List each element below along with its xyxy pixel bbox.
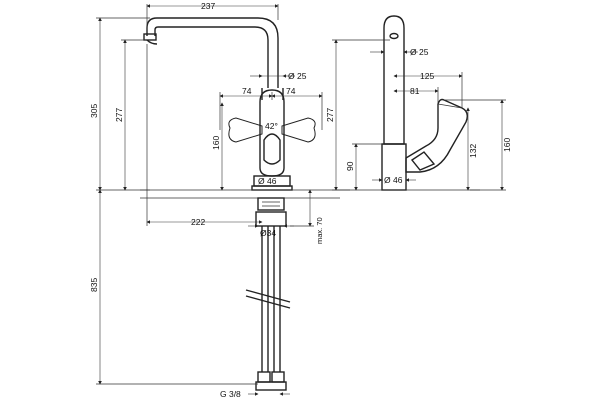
side-dim-total-lever: 160 xyxy=(502,138,512,152)
dim-base-diameter: Ø 46 xyxy=(258,176,277,186)
dim-connection: G 3/8 xyxy=(220,389,241,399)
dim-shank-diameter: Ø34 xyxy=(260,228,276,238)
dim-spout-height: 305 xyxy=(89,104,99,118)
dim-deck-thickness: max. 70 xyxy=(315,217,324,244)
dim-hose-length: 835 xyxy=(89,278,99,292)
side-dim-body-diameter: Ø 25 xyxy=(410,47,429,57)
dim-handle-angle: 42° xyxy=(265,121,278,131)
lever-wing-right xyxy=(281,117,316,143)
side-dim-height: 277 xyxy=(325,108,335,122)
dim-spout-reach: 222 xyxy=(191,217,205,227)
dim-top-width: 237 xyxy=(201,1,215,11)
lever-wing-left xyxy=(228,117,263,143)
side-dim-lever-height: 132 xyxy=(468,144,478,158)
mixer-body xyxy=(259,89,285,177)
dim-handle-left: 74 xyxy=(242,86,252,96)
dim-handle-right: 74 xyxy=(286,86,296,96)
side-lever xyxy=(405,98,469,173)
side-spout xyxy=(383,15,405,145)
dim-body-diameter: Ø 25 xyxy=(288,71,307,81)
side-dim-lever-reach: 125 xyxy=(420,71,434,81)
side-dim-base-diameter: Ø 46 xyxy=(384,175,403,185)
side-dim-body-reach: 81 xyxy=(410,86,420,96)
front-view: 237 305 277 Ø 25 74 74 42° 160 Ø 46 xyxy=(89,1,340,399)
side-dim-base-height: 90 xyxy=(345,161,355,171)
dim-handle-height: 160 xyxy=(211,136,221,150)
spout-outline xyxy=(146,17,279,88)
side-view: Ø 25 125 81 277 132 160 90 Ø 46 xyxy=(325,15,512,191)
dim-spout-inner-height: 277 xyxy=(114,108,124,122)
